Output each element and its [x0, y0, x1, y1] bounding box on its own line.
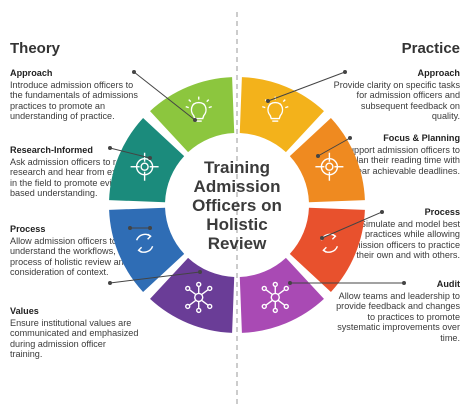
connector-dot — [193, 118, 197, 122]
connector-dot — [108, 281, 112, 285]
target-icon — [130, 152, 159, 181]
connector-line — [321, 211, 383, 239]
theory-title: Theory — [10, 40, 61, 57]
connector-dot — [132, 70, 136, 74]
connector-dot — [316, 154, 320, 158]
center-title-line: Holistic — [206, 215, 268, 234]
connector-dot — [348, 136, 352, 140]
practice-segment — [289, 207, 365, 292]
center-title-line: Admission — [193, 177, 281, 196]
connector-dot — [148, 226, 152, 230]
theory-approach: Approach Introduce admission officers to… — [10, 68, 140, 122]
connector-dot — [128, 226, 132, 230]
practice-title: Practice — [401, 40, 460, 57]
practice-approach: Approach Provide clarity on specific tas… — [332, 68, 460, 122]
lightbulb-icon — [185, 96, 212, 122]
theory-process: Process Allow admission officers to unde… — [10, 224, 140, 278]
practice-focus: Focus & Planning Support admission offic… — [332, 133, 460, 176]
theory-values-heading: Values — [10, 306, 39, 316]
center-title-line: Review — [207, 234, 267, 253]
connector-dot — [266, 99, 270, 103]
center-title: Training Admission Officers on Holistic … — [182, 158, 292, 253]
connector-dot — [198, 270, 202, 274]
practice-audit: Audit Allow teams and leadership to prov… — [332, 279, 460, 344]
target-icon — [315, 152, 344, 181]
connector-dot — [108, 146, 112, 150]
theory-segment — [109, 207, 185, 292]
practice-process-text: Simulate and model best practices while … — [342, 218, 460, 261]
network-icon — [185, 281, 213, 314]
theory-approach-text: Introduce admission officers to the fund… — [10, 79, 138, 122]
practice-process: Process Simulate and model best practice… — [332, 207, 460, 261]
connector-line — [109, 271, 201, 284]
theory-values-text: Ensure institutional values are communic… — [10, 317, 139, 360]
practice-segment — [289, 118, 365, 203]
connector-line — [133, 71, 196, 121]
practice-approach-text: Provide clarity on specific tasks for ad… — [333, 79, 460, 122]
network-icon — [261, 281, 289, 314]
connector-dot — [288, 281, 292, 285]
connector-dot — [320, 236, 324, 240]
theory-research-heading: Research-Informed — [10, 145, 93, 155]
cycle-icon — [135, 233, 154, 253]
connector-dot — [148, 156, 152, 160]
connector-line — [267, 71, 346, 102]
connector-line — [109, 147, 151, 159]
practice-focus-heading: Focus & Planning — [383, 133, 460, 143]
theory-values: Values Ensure institutional values are c… — [10, 306, 140, 360]
center-title-line: Training — [203, 158, 271, 177]
theory-process-text: Allow admission officers to understand t… — [10, 235, 131, 278]
connector-dot — [343, 70, 347, 74]
center-title-line: Officers on — [192, 196, 282, 215]
practice-segment — [239, 257, 324, 333]
practice-audit-text: Allow teams and leadership to provide fe… — [336, 290, 460, 343]
theory-approach-heading: Approach — [10, 68, 53, 78]
connector-dot — [380, 210, 384, 214]
theory-segment — [109, 118, 185, 203]
practice-focus-text: Support admission officers to plan their… — [342, 144, 460, 176]
theory-segment — [150, 257, 235, 333]
theory-research-text: Ask admission officers to read research … — [10, 156, 140, 199]
practice-approach-heading: Approach — [417, 68, 460, 78]
practice-process-heading: Process — [424, 207, 460, 217]
connector-line — [317, 137, 351, 157]
connector-dot — [402, 281, 406, 285]
theory-research: Research-Informed Ask admission officers… — [10, 145, 140, 199]
theory-process-heading: Process — [10, 224, 46, 234]
practice-audit-heading: Audit — [436, 279, 460, 289]
